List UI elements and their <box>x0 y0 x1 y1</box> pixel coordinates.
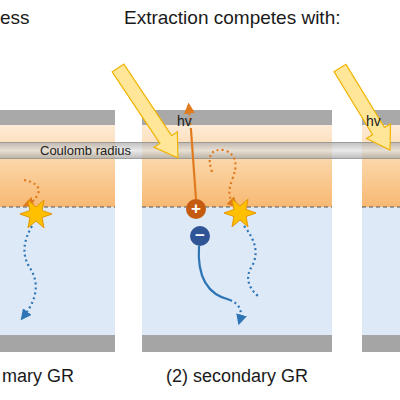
top-contact <box>0 110 115 125</box>
band-label: Coulomb radius <box>40 143 131 159</box>
electron-path <box>24 226 36 316</box>
acceptor-layer <box>0 207 115 335</box>
bottom-contact <box>362 335 400 352</box>
bottom-contact <box>142 335 332 352</box>
electron-path <box>199 246 230 300</box>
heading-text: Extraction competes with: <box>124 7 340 29</box>
acceptor-layer <box>142 207 332 335</box>
charge-carrier: − <box>190 226 210 246</box>
panel-caption: (2) secondary GR <box>142 366 332 387</box>
interface-line <box>362 207 400 208</box>
bottom-contact <box>0 335 115 352</box>
interface-line <box>0 207 115 208</box>
hole-path <box>191 130 196 199</box>
donor-layer <box>0 125 115 207</box>
charge-sign: + <box>191 199 201 218</box>
panel-caption: mary GR <box>2 366 74 387</box>
charge-sign: − <box>195 226 205 245</box>
recombination-burst <box>224 199 256 227</box>
photon-label: hv <box>177 113 192 129</box>
top-contact <box>142 110 332 125</box>
electron-path <box>244 226 258 296</box>
acceptor-layer <box>362 207 400 335</box>
photon-label: hv <box>366 113 381 129</box>
device-panel: mary GR <box>0 110 115 400</box>
heading-text: ess <box>0 7 30 29</box>
coulomb-band: Coulomb radius <box>0 142 400 159</box>
recombination-burst <box>20 200 52 228</box>
charge-carrier: + <box>186 199 206 219</box>
hole-path <box>24 180 39 204</box>
device-panel: (2) secondary GR + − <box>142 110 332 400</box>
electron-path <box>230 300 241 320</box>
